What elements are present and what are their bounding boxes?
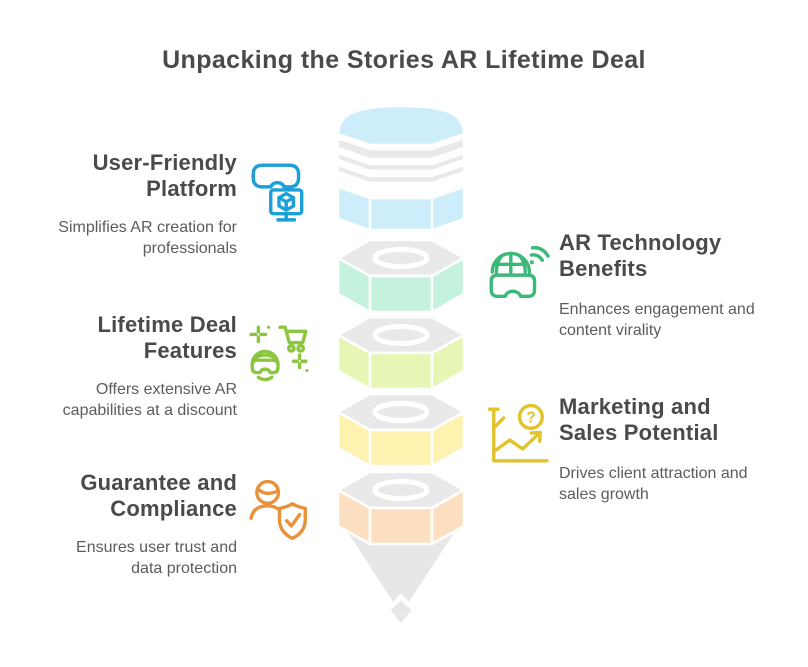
- feature-title: AR Technology Benefits: [559, 230, 722, 281]
- feature-user-friendly-platform: User-Friendly Platform Simplifies AR cre…: [20, 150, 312, 259]
- feature-title: Guarantee and Compliance: [80, 470, 237, 521]
- feature-ar-technology-benefits: AR Technology Benefits Enhances engageme…: [484, 230, 796, 341]
- feature-guarantee-and-compliance: Guarantee and Compliance Ensures user tr…: [20, 470, 312, 579]
- person-shield-check-icon: [246, 478, 312, 544]
- feature-desc: Enhances engagement and content virality: [559, 301, 755, 339]
- feature-marketing-and-sales-potential: ? Marketing and Sales Potential Drives c…: [484, 394, 796, 505]
- funnel-cone: [344, 530, 458, 627]
- feature-desc: Offers extensive AR capabilities at a di…: [62, 381, 237, 419]
- page-title: Unpacking the Stories AR Lifetime Deal: [162, 46, 646, 74]
- funnel-layer-2: [336, 238, 466, 314]
- feature-desc: Drives client attraction and sales growt…: [559, 465, 748, 503]
- vr-headset-monitor-icon: [246, 158, 312, 224]
- feature-lifetime-deal-features: Lifetime Deal Features: [20, 312, 312, 421]
- funnel-layer-4: [336, 392, 466, 468]
- globe-wifi-vr-icon: [484, 238, 550, 304]
- funnel-diagram: [336, 104, 466, 627]
- funnel-layer-1: [336, 104, 466, 232]
- chart-growth-question-icon: ?: [484, 402, 550, 468]
- feature-desc: Simplifies AR creation for professionals: [58, 219, 237, 257]
- funnel-layer-5: [336, 470, 466, 546]
- vr-headset-cart-icon: [246, 320, 312, 386]
- feature-title: User-Friendly Platform: [92, 150, 237, 201]
- feature-title: Lifetime Deal Features: [97, 312, 237, 363]
- svg-text:?: ?: [526, 410, 535, 427]
- feature-title: Marketing and Sales Potential: [559, 394, 719, 445]
- feature-desc: Ensures user trust and data protection: [76, 539, 237, 577]
- funnel-layer-3: [336, 315, 466, 391]
